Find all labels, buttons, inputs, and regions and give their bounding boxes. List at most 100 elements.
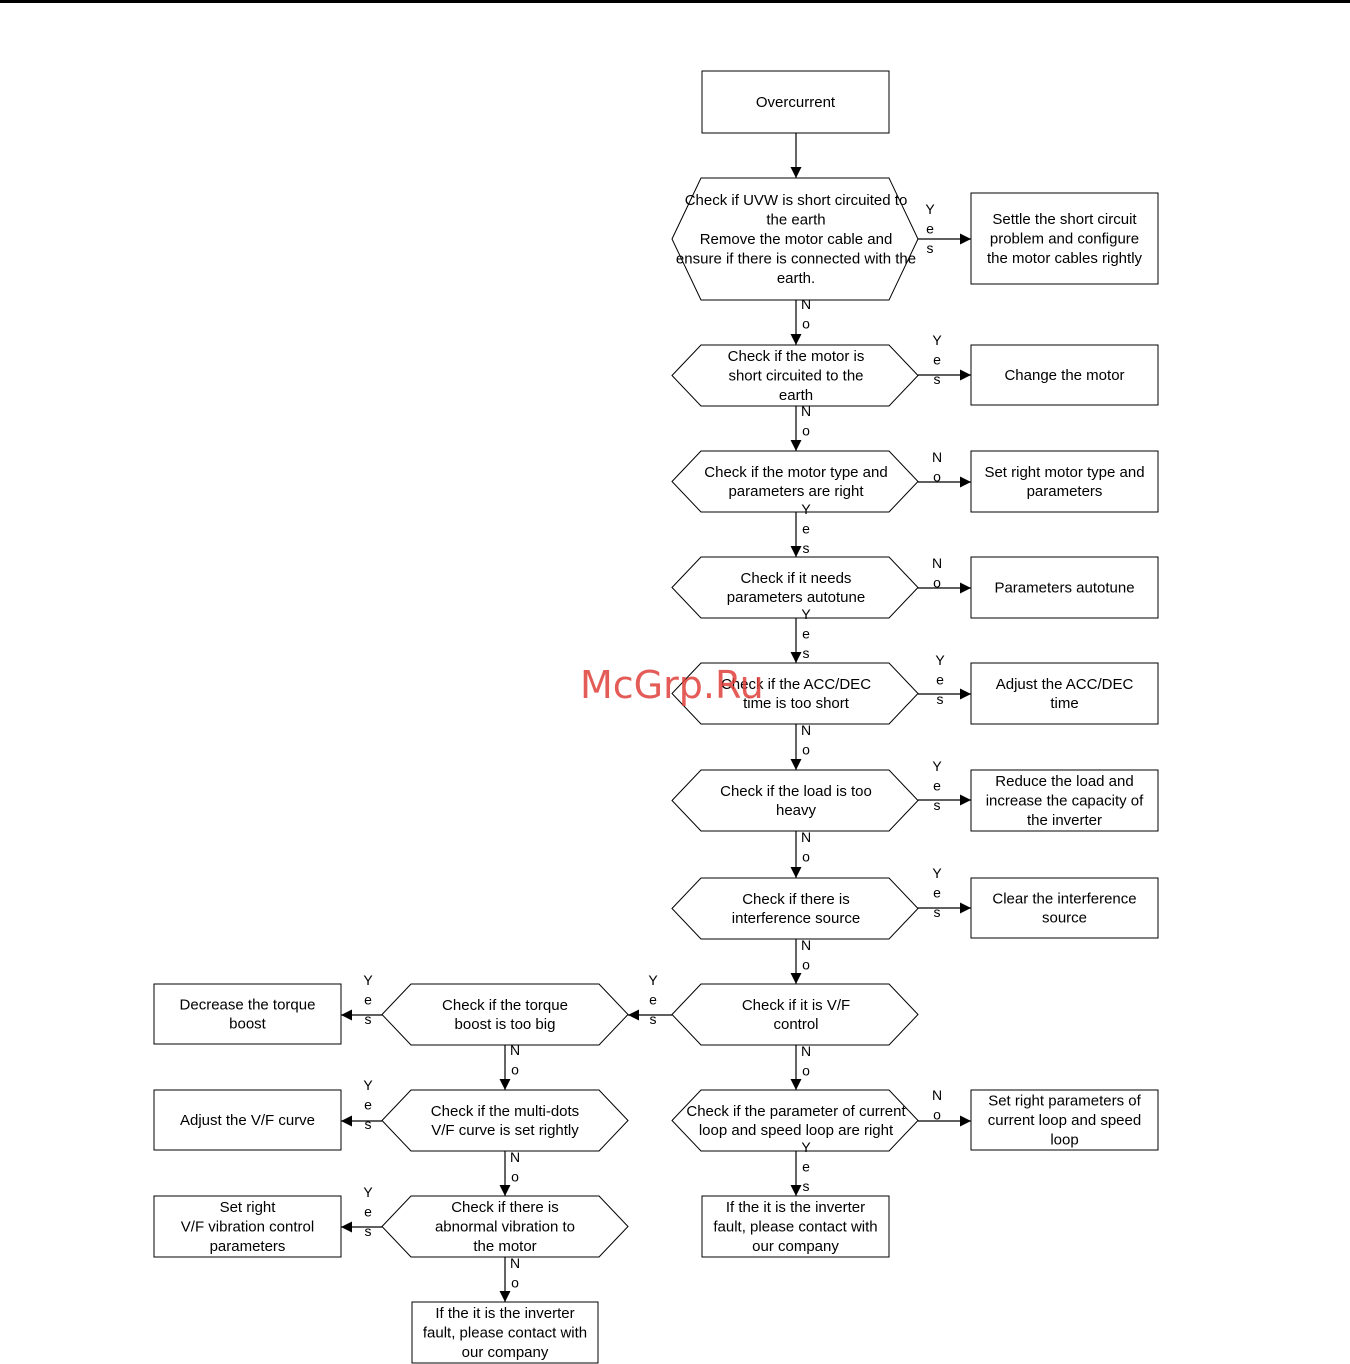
process-r9-line-2: current loop and speed xyxy=(988,1112,1141,1129)
decision-d6-shape xyxy=(671,769,919,832)
decision-d2-line-1: Check if the motor is xyxy=(728,348,865,365)
process-r1-line-1: Settle the short circuit xyxy=(992,211,1137,228)
decision-d2-line-3: earth xyxy=(779,387,813,404)
process-r7-box xyxy=(970,877,1159,939)
decision-dl3-shape xyxy=(381,1195,629,1258)
watermark: McGrp.Ru xyxy=(580,663,764,707)
process-r2-box xyxy=(970,344,1159,406)
process-r1-line-2: problem and configure xyxy=(990,231,1139,248)
decision-d5-line-1: Check if the ACC/DEC xyxy=(721,676,871,693)
decision-d3-shape xyxy=(671,450,919,513)
decision-dl1-line-1: Check if the torque xyxy=(442,997,568,1014)
process-r3-line-2: parameters xyxy=(1027,483,1103,500)
process-rl3-line-1: Set right xyxy=(220,1199,277,1216)
decision-d4-shape xyxy=(671,556,919,619)
process-r3-box xyxy=(970,450,1159,513)
process-el-line-3: our company xyxy=(462,1344,549,1361)
decision-d7-line-1: Check if there is xyxy=(742,891,850,908)
process-r5-line-1: Adjust the ACC/DEC xyxy=(996,676,1134,693)
decision-d1-line-2: the earth xyxy=(766,212,825,229)
process-e9-line-3: our company xyxy=(752,1238,839,1255)
decision-d1-line-5: earth. xyxy=(777,270,815,287)
process-rl3-line-3: parameters xyxy=(210,1238,286,1255)
decision-d1-line-3: Remove the motor cable and xyxy=(700,231,893,248)
process-r9-box xyxy=(970,1089,1159,1151)
process-rl1-line-1: Decrease the torque xyxy=(180,996,316,1013)
decision-d7-line-2: interference source xyxy=(732,910,860,927)
process-r9-line-1: Set right parameters of xyxy=(988,1093,1141,1110)
process-r6-line-1: Reduce the load and xyxy=(995,773,1133,790)
process-rl2-line-1: Adjust the V/F curve xyxy=(180,1112,315,1129)
process-r4-line-1: Parameters autotune xyxy=(994,580,1134,597)
process-e9-line-2: fault, please contact with xyxy=(713,1219,877,1236)
decision-d3-line-1: Check if the motor type and xyxy=(704,464,887,481)
decision-d9-shape xyxy=(671,1089,919,1152)
decision-d2-line-2: short circuited to the xyxy=(728,368,863,385)
process-r7-line-1: Clear the interference xyxy=(992,890,1136,907)
decision-d1-line-4: ensure if there is connected with the xyxy=(676,250,916,267)
process-r7-line-2: source xyxy=(1042,910,1087,927)
process-rl3-line-2: V/F vibration control xyxy=(181,1219,314,1236)
decision-d8-shape xyxy=(671,983,919,1046)
decision-d4-line-1: Check if it needs xyxy=(741,570,852,587)
decision-dl3-line-2: abnormal vibration to xyxy=(435,1219,575,1236)
start-label: Overcurrent xyxy=(756,94,836,111)
decision-d9-line-1: Check if the parameter of current xyxy=(686,1103,906,1120)
decision-d3-line-2: parameters are right xyxy=(728,483,864,500)
decision-dl1-line-2: boost is too big xyxy=(455,1016,556,1033)
process-rl3-box xyxy=(153,1195,342,1258)
decision-d7-shape xyxy=(671,877,919,940)
process-rl2-box xyxy=(153,1089,342,1151)
process-r9-line-3: loop xyxy=(1050,1131,1078,1148)
decision-d8-line-2: control xyxy=(773,1016,818,1033)
process-r5-line-2: time xyxy=(1050,695,1078,712)
process-r6-line-2: increase the capacity of xyxy=(986,793,1144,810)
decision-d8-line-1: Check if it is V/F xyxy=(742,997,850,1014)
top-rule xyxy=(0,0,1350,3)
decision-d5-line-2: time is too short xyxy=(743,695,850,712)
process-r6-box xyxy=(970,769,1159,832)
process-r5-box xyxy=(970,662,1159,725)
decision-dl1-shape xyxy=(381,983,629,1046)
decision-d9-line-2: loop and speed loop are right xyxy=(699,1122,894,1139)
process-rl1-line-2: boost xyxy=(229,1016,267,1033)
process-r1-line-3: the motor cables rightly xyxy=(987,250,1143,267)
decision-dl3-line-3: the motor xyxy=(473,1238,536,1255)
process-el-line-1: If the it is the inverter xyxy=(435,1305,574,1322)
decision-dl2-line-1: Check if the multi-dots xyxy=(431,1103,579,1120)
process-e9-line-1: If the it is the inverter xyxy=(726,1199,865,1216)
process-el-line-2: fault, please contact with xyxy=(423,1325,587,1342)
process-rl1-box xyxy=(153,983,342,1045)
start-box xyxy=(701,70,890,134)
process-r6-line-3: the inverter xyxy=(1027,812,1102,829)
decision-dl2-shape xyxy=(381,1089,629,1152)
process-r2-line-1: Change the motor xyxy=(1004,367,1124,384)
process-r4-box xyxy=(970,556,1159,619)
decision-d4-line-2: parameters autotune xyxy=(727,589,865,606)
